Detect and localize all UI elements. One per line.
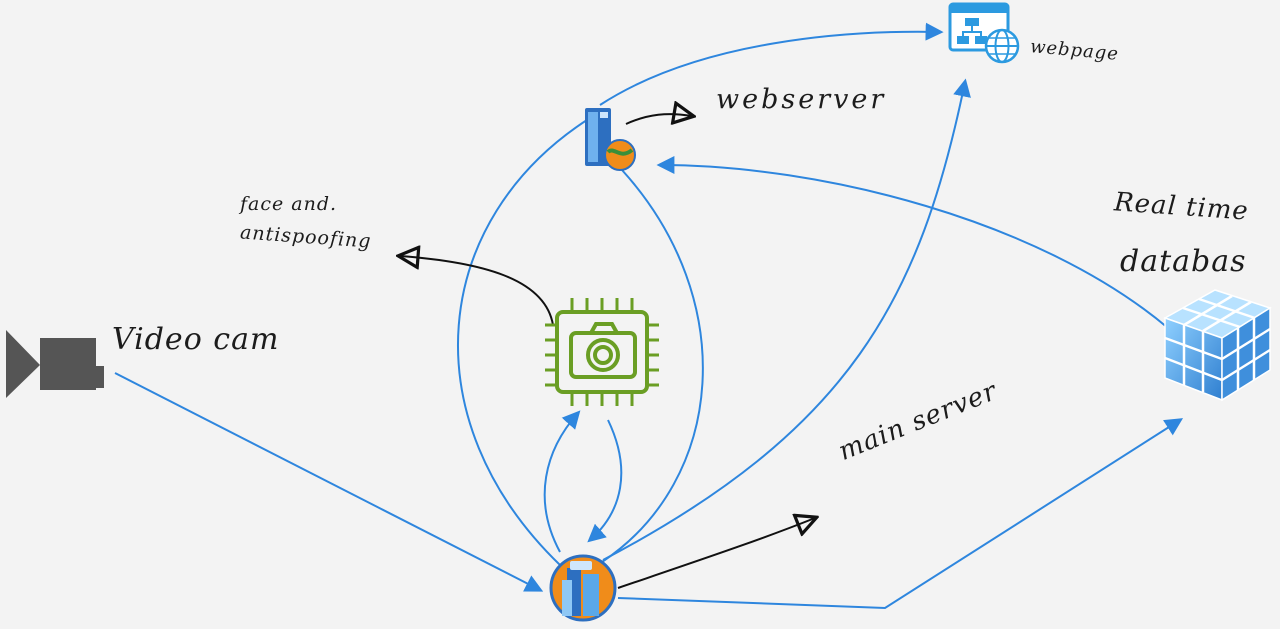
webpage-icon	[948, 2, 1020, 64]
connector-mainserver-to-webserver-left	[457, 117, 591, 566]
webserver-label: webserver	[716, 84, 887, 115]
database-cube-icon	[1163, 289, 1272, 402]
connector-mainserver-to-database	[617, 418, 1184, 610]
web-server-icon	[585, 108, 636, 171]
pointer-mainserver-label	[617, 518, 815, 589]
connector-chip-to-mainserver	[587, 419, 623, 543]
pointer-face-label	[400, 256, 554, 326]
connector-mainserver-to-webpage	[602, 78, 971, 561]
connector-webserver-to-webpage	[599, 22, 944, 106]
face-antispoofing-label-line1: face and.	[240, 193, 338, 215]
video-cam-label: Video cam	[112, 322, 280, 357]
realtime-database-label-line2: databas	[1120, 244, 1247, 279]
connector-videocam-to-mainserver	[114, 372, 544, 592]
main-server-icon	[549, 554, 617, 622]
camera-chip-icon	[545, 298, 659, 406]
connector-mainserver-to-chip	[543, 410, 581, 553]
pointer-webserver-label	[625, 114, 692, 124]
connector-webserver-to-mainserver-right	[601, 169, 704, 563]
video-camera-icon	[6, 330, 104, 398]
connector-database-to-webserver	[656, 156, 1169, 329]
